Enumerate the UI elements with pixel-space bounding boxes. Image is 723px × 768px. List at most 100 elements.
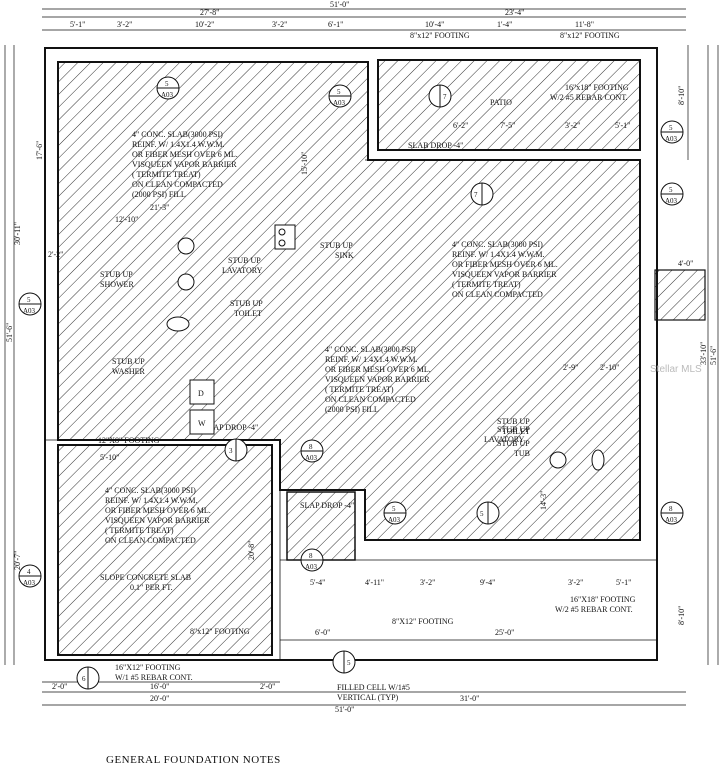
dim-left-overall: 51'-6" xyxy=(5,323,14,342)
footing-16x12-2: W/1 #5 REBAR CONT. xyxy=(115,673,193,682)
dim-right-top: 8'-10" xyxy=(677,86,686,105)
stub-up-right-2: LAVATORY xyxy=(484,435,525,444)
svg-text:5: 5 xyxy=(337,88,341,96)
left-dimension-strings: 51'-6" 30'-11" 20'-7" 17'-6" xyxy=(4,45,46,665)
stub-up-right-1: STUB UP xyxy=(497,425,530,434)
svg-text:5'-4": 5'-4" xyxy=(310,578,325,587)
svg-text:7'-5": 7'-5" xyxy=(500,121,515,130)
svg-text:5: 5 xyxy=(347,659,351,667)
svg-text:5: 5 xyxy=(669,124,673,132)
svg-text:VISQUEEN VAPOR BARRIER: VISQUEEN VAPOR BARRIER xyxy=(452,270,557,279)
svg-text:ON CLEAN COMPACTED: ON CLEAN COMPACTED xyxy=(132,180,223,189)
svg-text:VISQUEEN VAPOR BARRIER: VISQUEEN VAPOR BARRIER xyxy=(132,160,237,169)
svg-text:( TERMITE TREAT): ( TERMITE TREAT) xyxy=(132,170,201,179)
dim-bottom-seg-1: 2'-0" xyxy=(52,682,67,691)
dim-top-seg-7: 1'-4" xyxy=(497,20,512,29)
slap-drop-left: SLAP DROP -4" xyxy=(204,423,258,432)
dim-top-right-overall: 23'-4" xyxy=(505,8,524,17)
dim-bottom-seg-3: 2'-0" xyxy=(260,682,275,691)
footing-16x18-bottom-2: W/2 #5 REBAR CONT. xyxy=(555,605,633,614)
washer-label: W xyxy=(198,419,206,428)
footing-16x18-bottom-1: 16"X18" FOOTING xyxy=(570,595,636,604)
svg-text:21'-3": 21'-3" xyxy=(150,203,169,212)
bottom-dimension-strings: 2'-0" 16'-0" 2'-0" 20'-0" 31'-0" 51'-0" xyxy=(42,681,686,714)
svg-text:5'-1": 5'-1" xyxy=(616,578,631,587)
svg-text:8: 8 xyxy=(309,552,313,560)
right-dimension-strings: 51'-6" 33'-10" 8'-10" 8'-10" xyxy=(677,45,719,665)
section-marker: 6 xyxy=(76,666,100,690)
dim-left-lower: 20'-7" xyxy=(13,551,22,570)
stub-up-sink-1: STUB UP xyxy=(320,241,353,250)
svg-text:REINF. W/ 1.4X1.4 W.W.M.: REINF. W/ 1.4X1.4 W.W.M. xyxy=(325,355,417,364)
dim-left-top: 17'-6" xyxy=(35,141,44,160)
svg-text:ON CLEAN COMPACTED: ON CLEAN COMPACTED xyxy=(452,290,543,299)
svg-text:5'-10": 5'-10" xyxy=(100,453,119,462)
svg-text:OR FIBER MESH OVER 6 ML.: OR FIBER MESH OVER 6 ML. xyxy=(105,506,211,515)
svg-text:( TERMITE TREAT): ( TERMITE TREAT) xyxy=(325,385,394,394)
svg-text:ON CLEAN COMPACTED: ON CLEAN COMPACTED xyxy=(325,395,416,404)
dim-right-overall: 51'-6" xyxy=(709,346,718,365)
dim-top-seg-4: 3'-2" xyxy=(272,20,287,29)
footing-label-top-right: 8"x12" FOOTING xyxy=(560,31,620,40)
stub-up-right-6: TUB xyxy=(514,449,530,458)
svg-text:3: 3 xyxy=(229,447,233,455)
dim-bottom-left: 20'-0" xyxy=(150,694,169,703)
svg-text:5: 5 xyxy=(480,510,484,518)
section-marker: 5 xyxy=(332,650,356,674)
slope-label-2: 0.1" PER FT. xyxy=(130,583,173,592)
footer-title: GENERAL FOUNDATION NOTES xyxy=(106,754,281,766)
plumbing-fixtures: D W xyxy=(166,224,605,471)
svg-text:A03: A03 xyxy=(305,454,318,462)
ac-pad xyxy=(654,269,706,321)
footing-16x18-top-1: 16"x18" FOOTING xyxy=(565,83,629,92)
patio-slab-area xyxy=(377,59,641,151)
svg-text:OR FIBER MESH OVER 6 ML.: OR FIBER MESH OVER 6 ML. xyxy=(325,365,431,374)
dim-top-seg-3: 10'-2" xyxy=(195,20,214,29)
svg-text:4'-11": 4'-11" xyxy=(365,578,384,587)
svg-text:VISQUEEN VAPOR BARRIER: VISQUEEN VAPOR BARRIER xyxy=(325,375,430,384)
svg-text:5: 5 xyxy=(165,80,169,88)
dryer-label: D xyxy=(198,389,204,398)
section-marker: 5 xyxy=(476,501,500,525)
svg-text:4" CONC. SLAB(3000 PSI): 4" CONC. SLAB(3000 PSI) xyxy=(105,486,196,495)
slab-note-garage: 4" CONC. SLAB(3000 PSI) REINF. W/ 1.4X1.… xyxy=(105,486,211,545)
dim-left-upper: 30'-11" xyxy=(13,222,22,245)
svg-text:8: 8 xyxy=(309,443,313,451)
svg-text:A03: A03 xyxy=(665,516,678,524)
svg-text:25'-0": 25'-0" xyxy=(495,628,514,637)
svg-text:(2000 PSI) FILL: (2000 PSI) FILL xyxy=(325,405,379,414)
slab-hatch xyxy=(57,59,706,656)
stub-up-right-3: STUB UP xyxy=(497,417,530,426)
stub-up-washer-2: WASHER xyxy=(112,367,146,376)
svg-text:6'-2": 6'-2" xyxy=(453,121,468,130)
top-dimension-strings: 51'-0" 27'-8" 23'-4" 5'-1" 3'-2" 10'-2" … xyxy=(42,0,686,31)
svg-text:4'-0": 4'-0" xyxy=(678,259,693,268)
filled-cell-1: FILLED CELL W/1#5 xyxy=(337,683,410,692)
garage-slab-area xyxy=(57,444,273,656)
svg-text:3'-2": 3'-2" xyxy=(565,121,580,130)
svg-text:2'-2": 2'-2" xyxy=(48,250,63,259)
dim-bottom-overall: 51'-0" xyxy=(335,705,354,714)
section-marker: 7 xyxy=(470,182,494,206)
footing-8x12-upper: 8"X12" FOOTING xyxy=(392,617,454,626)
svg-text:15'-10": 15'-10" xyxy=(300,152,309,175)
interior-dimensions: 21'-3" 12'-10" 2'-2" 5'-10" 15'-10" 6'-2… xyxy=(48,121,693,637)
svg-text:( TERMITE TREAT): ( TERMITE TREAT) xyxy=(452,280,521,289)
stub-up-toilet-2: TOILET xyxy=(234,309,262,318)
svg-text:ON CLEAN COMPACTED: ON CLEAN COMPACTED xyxy=(105,536,196,545)
dim-bottom-seg-2: 16'-0" xyxy=(150,682,169,691)
dim-top-seg-8: 11'-8" xyxy=(575,20,594,29)
svg-text:4" CONC. SLAB(3000 PSI): 4" CONC. SLAB(3000 PSI) xyxy=(325,345,416,354)
svg-text:14'-3": 14'-3" xyxy=(539,491,548,510)
svg-text:7: 7 xyxy=(474,191,478,199)
stub-up-lavatory-1: STUB UP xyxy=(228,256,261,265)
slap-drop-entry: SLAP DROP -4" xyxy=(300,501,354,510)
slab-note-right: 4" CONC. SLAB(3000 PSI) REINF. W/ 1.4X1.… xyxy=(452,240,558,299)
